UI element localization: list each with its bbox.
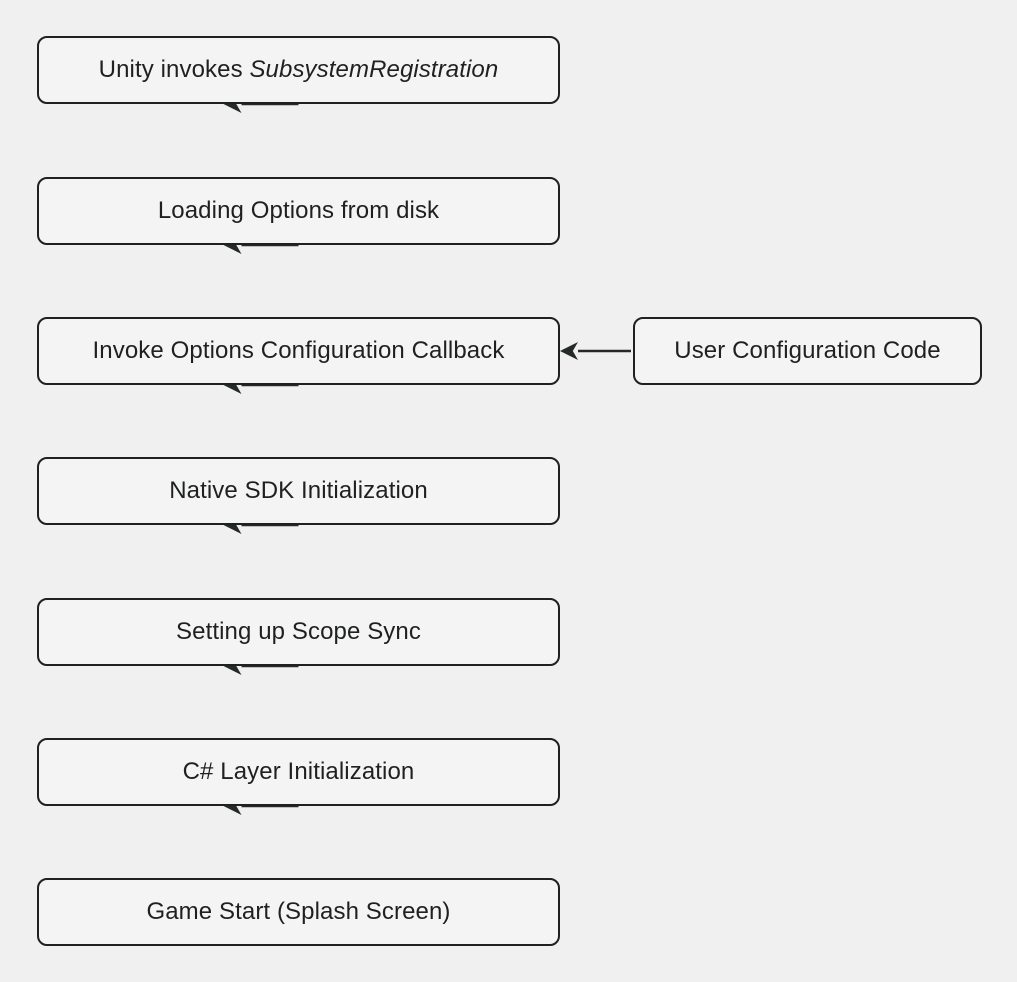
- node-csharp-layer-initialization[interactable]: C# Layer Initialization: [37, 738, 560, 806]
- node-setting-up-scope-sync[interactable]: Setting up Scope Sync: [37, 598, 560, 666]
- node-label-plain: Unity invokes: [98, 55, 250, 83]
- node-label: Loading Options from disk: [157, 196, 440, 224]
- node-label: Invoke Options Configuration Callback: [92, 336, 505, 364]
- node-label: Native SDK Initialization: [169, 476, 428, 504]
- node-native-sdk-initialization[interactable]: Native SDK Initialization: [37, 457, 560, 525]
- node-game-start-splash-screen[interactable]: Game Start (Splash Screen): [37, 878, 560, 946]
- node-user-configuration-code[interactable]: User Configuration Code: [633, 317, 982, 385]
- node-label: C# Layer Initialization: [182, 757, 415, 785]
- node-label: Game Start (Splash Screen): [146, 897, 451, 925]
- node-label: Setting up Scope Sync: [176, 617, 421, 645]
- node-label: User Configuration Code: [674, 336, 941, 364]
- node-unity-invokes-subsystemregistration[interactable]: Unity invokes SubsystemRegistration: [37, 36, 560, 104]
- node-label-emphasis: SubsystemRegistration: [249, 55, 499, 83]
- node-invoke-options-configuration-callback[interactable]: Invoke Options Configuration Callback: [37, 317, 560, 385]
- node-label: Unity invokes SubsystemRegistration: [99, 56, 499, 85]
- node-loading-options-from-disk[interactable]: Loading Options from disk: [37, 177, 560, 245]
